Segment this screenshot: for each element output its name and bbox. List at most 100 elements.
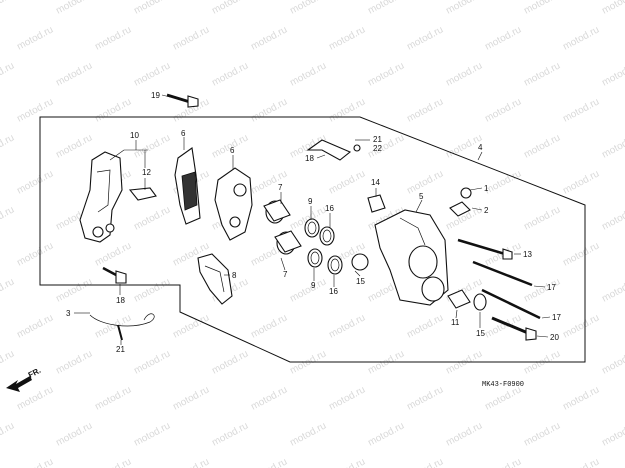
piston-7-top[interactable]	[263, 199, 291, 224]
watermark-text: motod.ru	[15, 96, 55, 124]
callout-22: 22	[373, 144, 382, 153]
callout-16a: 16	[325, 204, 334, 213]
watermark-text: motod.ru	[522, 0, 562, 17]
callout-10: 10	[130, 131, 139, 140]
seal-9-bottom[interactable]	[307, 248, 323, 268]
watermark-text: motod.ru	[327, 456, 367, 468]
sleeve-11[interactable]	[447, 289, 471, 309]
watermark-text: motod.ru	[132, 276, 172, 304]
watermark-text: motod.ru	[249, 24, 289, 52]
assembly-frame	[39, 116, 586, 363]
callout-16b: 16	[329, 287, 338, 296]
caliper-bracket-10[interactable]	[79, 151, 123, 243]
watermark-text: motod.ru	[327, 384, 367, 412]
watermark-text: motod.ru	[0, 0, 16, 17]
pad-spring-12[interactable]	[128, 187, 157, 201]
watermark-text: motod.ru	[93, 96, 133, 124]
watermark-text: motod.ru	[600, 0, 625, 17]
watermark-text: motod.ru	[171, 384, 211, 412]
hose-guide-18[interactable]	[306, 139, 352, 161]
watermark-text: motod.ru	[15, 456, 55, 468]
brake-pad-6-left[interactable]	[174, 147, 201, 225]
piston-7-bottom[interactable]	[274, 230, 302, 255]
callout-3: 3	[66, 309, 71, 318]
watermark-text: motod.ru	[132, 348, 172, 376]
watermark-text: motod.ru	[366, 348, 406, 376]
watermark-text: motod.ru	[444, 348, 484, 376]
watermark-text: motod.ru	[54, 0, 94, 17]
watermark-text: motod.ru	[249, 312, 289, 340]
watermark-text: motod.ru	[522, 60, 562, 88]
watermark-text: motod.ru	[444, 60, 484, 88]
leader-lines	[74, 94, 551, 345]
bolt-20[interactable]	[491, 316, 537, 341]
callout-4: 4	[478, 143, 483, 152]
caliper-body-5[interactable]	[374, 209, 449, 306]
bolt-13[interactable]	[457, 238, 513, 260]
callout-6a: 6	[181, 129, 186, 138]
callout-7a: 7	[278, 183, 283, 192]
callout-9b: 9	[311, 281, 316, 290]
brake-pad-6-right[interactable]	[214, 167, 253, 241]
bleeder-cap-14[interactable]	[367, 194, 386, 213]
watermark-text: motod.ru	[93, 384, 133, 412]
callout-5: 5	[419, 192, 424, 201]
callout-2: 2	[484, 206, 489, 215]
watermark-text: motod.ru	[15, 384, 55, 412]
watermark-text: motod.ru	[93, 24, 133, 52]
pin-17-top[interactable]	[472, 260, 533, 287]
screw-21[interactable]	[117, 324, 123, 341]
watermark-text: motod.ru	[561, 384, 601, 412]
front-label: FR.	[27, 366, 43, 380]
watermark-text: motod.ru	[0, 348, 16, 376]
watermark-text: motod.ru	[249, 96, 289, 124]
watermark-text: motod.ru	[405, 96, 445, 124]
watermark-text: motod.ru	[171, 456, 211, 468]
seal-16-bottom[interactable]	[327, 255, 343, 275]
watermark-text: motod.ru	[600, 204, 625, 232]
screw-21-22[interactable]	[353, 144, 361, 152]
callout-18b: 18	[116, 296, 125, 305]
watermark-text: motod.ru	[210, 60, 250, 88]
wire-3[interactable]	[89, 313, 155, 327]
boot-15-left[interactable]	[351, 253, 369, 271]
watermark-text: motod.ru	[405, 456, 445, 468]
watermark-text: motod.ru	[288, 0, 328, 17]
watermark-text: motod.ru	[0, 204, 16, 232]
watermark-text: motod.ru	[522, 276, 562, 304]
watermark-text: motod.ru	[483, 24, 523, 52]
bolt-18[interactable]	[102, 266, 127, 284]
watermark-text: motod.ru	[249, 384, 289, 412]
watermark-text: motod.ru	[15, 240, 55, 268]
callout-17a: 17	[547, 283, 556, 292]
watermark-text: motod.ru	[561, 240, 601, 268]
watermark-text: motod.ru	[210, 420, 250, 448]
seal-9-top[interactable]	[304, 218, 320, 238]
watermark-text: motod.ru	[0, 276, 16, 304]
pad-shim-8[interactable]	[197, 253, 233, 305]
watermark-text: motod.ru	[54, 420, 94, 448]
watermark-text: motod.ru	[522, 132, 562, 160]
watermark-text: motod.ru	[93, 240, 133, 268]
pin-17-bottom[interactable]	[481, 288, 541, 320]
seal-16-top[interactable]	[319, 226, 335, 246]
watermark-text: motod.ru	[54, 60, 94, 88]
watermark-text: motod.ru	[483, 456, 523, 468]
boot-15-right[interactable]	[473, 293, 487, 311]
watermark-text: motod.ru	[444, 0, 484, 17]
callout-15b: 15	[476, 329, 485, 338]
watermark-text: motod.ru	[522, 204, 562, 232]
callout-17b: 17	[552, 313, 561, 322]
watermark-text: motod.ru	[171, 24, 211, 52]
watermark-text: motod.ru	[93, 456, 133, 468]
watermark-text: motod.ru	[561, 168, 601, 196]
pin-plug-1[interactable]	[460, 187, 472, 199]
callout-7b: 7	[283, 270, 288, 279]
watermark-text: motod.ru	[249, 456, 289, 468]
callout-18a: 18	[305, 154, 314, 163]
pin-clip-2[interactable]	[449, 201, 471, 217]
watermark-text: motod.ru	[54, 348, 94, 376]
callout-13: 13	[523, 250, 532, 259]
bolt-19[interactable]	[166, 93, 199, 108]
